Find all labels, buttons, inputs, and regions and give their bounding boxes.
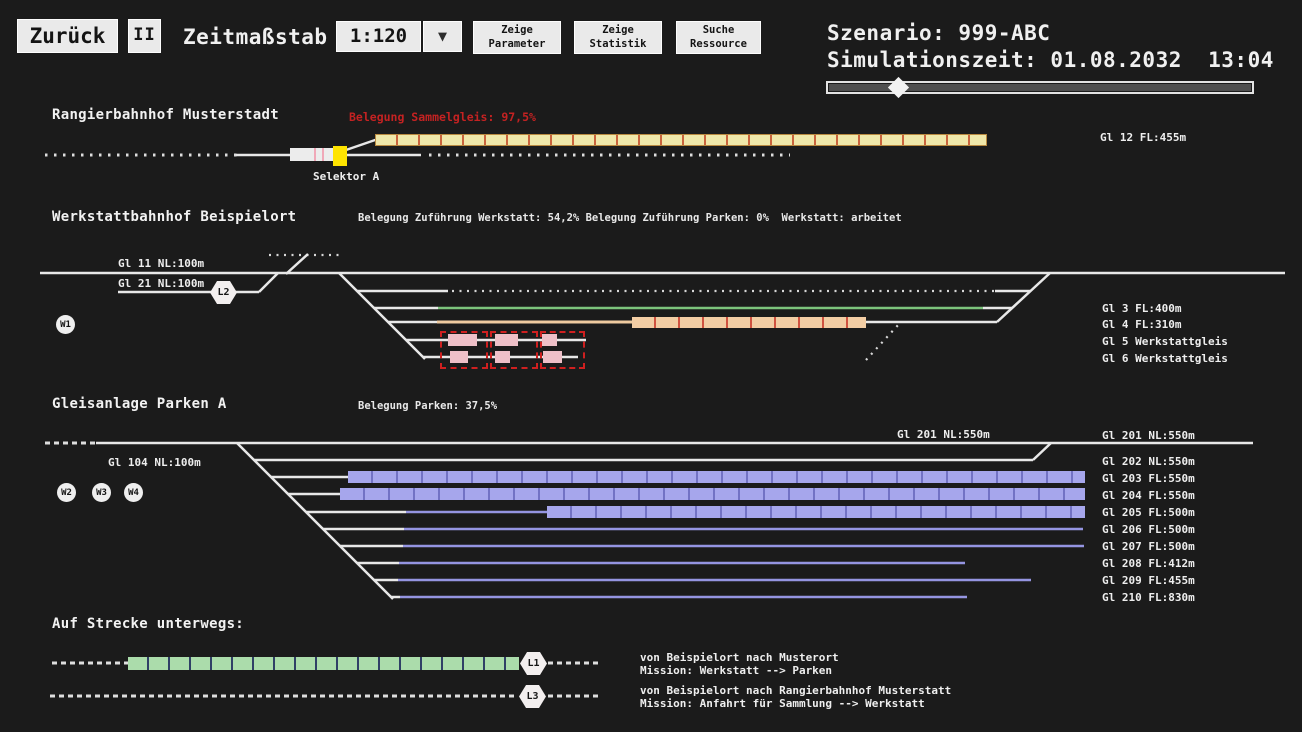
train-l3-mission: Mission: Anfahrt für Sammlung --> Werkst… (640, 697, 925, 710)
scenario-label: Szenario: 999-ABC (827, 21, 1051, 45)
workshop-wagon[interactable] (448, 334, 477, 346)
sammelgleis-occupancy-alert: Belegung Sammelgleis: 97,5% (349, 110, 536, 124)
gl12-track-label: Gl 12 FL:455m (1100, 131, 1187, 144)
gl206-track-label: Gl 206 FL:500m (1102, 523, 1195, 536)
time-slider[interactable] (826, 81, 1254, 94)
badge-w3-label: W3 (96, 487, 107, 498)
gl4-track-label: Gl 4 FL:310m (1102, 318, 1182, 331)
gl201-track-label: Gl 201 NL:550m (1102, 429, 1195, 442)
badge-l3-label: L3 (526, 691, 539, 702)
gl207-track-label: Gl 207 FL:500m (1102, 540, 1195, 553)
gl11-track-label: Gl 11 NL:100m (118, 257, 205, 270)
back-button[interactable]: Zurück (17, 19, 118, 53)
badge-w1[interactable]: W1 (56, 315, 75, 334)
werkstattbahnhof-status: Belegung Zuführung Werkstatt: 54,2% Bele… (358, 212, 902, 224)
gl205-track-label: Gl 205 FL:500m (1102, 506, 1195, 519)
entry-wagon-block[interactable] (290, 148, 333, 161)
workshop-box-1 (440, 331, 488, 369)
gl210-track-label: Gl 210 FL:830m (1102, 591, 1195, 604)
show-parameter-button[interactable]: Zeige Parameter (473, 21, 561, 54)
parken-train-gl204[interactable] (340, 488, 1085, 500)
workshop-wagon[interactable] (542, 334, 557, 346)
gl104-track-label: Gl 104 NL:100m (108, 456, 201, 469)
train-l1-mission: Mission: Werkstatt --> Parken (640, 664, 833, 677)
badge-w1-label: W1 (60, 319, 71, 330)
gl6-track-label: Gl 6 Werkstattgleis (1102, 352, 1228, 365)
show-statistic-button[interactable]: Zeige Statistik (574, 21, 662, 54)
badge-w4[interactable]: W4 (124, 483, 143, 502)
gl21-track-label: Gl 21 NL:100m (118, 277, 205, 290)
rangierbahnhof-title: Rangierbahnhof Musterstadt (52, 107, 279, 123)
parken-status: Belegung Parken: 37,5% (358, 400, 498, 412)
timescale-value-text: 1:120 (349, 24, 408, 47)
pause-icon: II (133, 25, 156, 46)
search-resource-label: Suche Ressource (690, 24, 747, 50)
strecke-train-l1[interactable] (128, 657, 519, 670)
show-parameter-label: Zeige Parameter (489, 24, 546, 50)
search-resource-line1: Suche (702, 24, 735, 37)
badge-w2[interactable]: W2 (57, 483, 76, 502)
show-parameter-line2: Parameter (488, 37, 546, 50)
badge-w2-label: W2 (61, 487, 72, 498)
parken-train-gl203[interactable] (348, 471, 1085, 483)
parken-train-gl205[interactable] (547, 506, 1085, 518)
gl5-track-label: Gl 5 Werkstattgleis (1102, 335, 1228, 348)
sammelgleis-train[interactable] (375, 134, 987, 146)
gl201-ontrack-label: Gl 201 NL:550m (897, 428, 990, 441)
gl204-track-label: Gl 204 FL:550m (1102, 489, 1195, 502)
gl3-track-label: Gl 3 FL:400m (1102, 302, 1182, 315)
chevron-down-icon: ▼ (437, 27, 448, 46)
zufuehrung-train[interactable] (632, 317, 866, 328)
parken-title: Gleisanlage Parken A (52, 396, 227, 412)
workshop-wagon[interactable] (495, 334, 518, 346)
workshop-wagon[interactable] (450, 351, 468, 363)
time-slider-track (829, 84, 1251, 91)
simulation-time-label: Simulationszeit: 01.08.2032 13:04 (827, 48, 1274, 72)
show-statistic-label: Zeige Statistik (590, 24, 647, 50)
gl202-track-label: Gl 202 NL:550m (1102, 455, 1195, 468)
workshop-wagon[interactable] (495, 351, 510, 363)
train-l1-route: von Beispielort nach Musterort (640, 651, 839, 664)
strecke-title: Auf Strecke unterwegs: (52, 616, 245, 632)
show-statistic-line2: Statistik (589, 37, 647, 50)
werkstattbahnhof-tracks (40, 253, 1285, 361)
badge-l2-label: L2 (217, 287, 230, 298)
timescale-label: Zeitmaßstab (183, 25, 328, 49)
workshop-box-2 (490, 331, 538, 369)
badge-l2[interactable]: L2 (210, 281, 237, 304)
badge-l1[interactable]: L1 (520, 652, 547, 675)
gl208-track-label: Gl 208 FL:412m (1102, 557, 1195, 570)
workshop-wagon[interactable] (543, 351, 562, 363)
pause-button[interactable]: II (128, 19, 161, 53)
timescale-dropdown-button[interactable]: ▼ (423, 21, 462, 52)
gl209-track-label: Gl 209 FL:455m (1102, 574, 1195, 587)
badge-l1-label: L1 (527, 658, 540, 669)
gl203-track-label: Gl 203 FL:550m (1102, 472, 1195, 485)
werkstattbahnhof-title: Werkstattbahnhof Beispielort (52, 209, 297, 225)
selector-a-marker[interactable] (333, 146, 347, 166)
train-l3-route: von Beispielort nach Rangierbahnhof Must… (640, 684, 952, 697)
workshop-box-3 (540, 331, 585, 369)
selector-a-label: Selektor A (313, 170, 380, 183)
show-parameter-line1: Zeige (501, 24, 533, 37)
search-resource-button[interactable]: Suche Ressource (676, 21, 761, 54)
back-button-label: Zurück (29, 23, 106, 48)
badge-w3[interactable]: W3 (92, 483, 111, 502)
parken-tracks (45, 441, 1253, 600)
badge-l3[interactable]: L3 (519, 685, 546, 708)
show-statistic-line1: Zeige (602, 24, 634, 37)
search-resource-line2: Ressource (690, 37, 747, 50)
badge-w4-label: W4 (128, 487, 139, 498)
timescale-value[interactable]: 1:120 (336, 21, 421, 52)
